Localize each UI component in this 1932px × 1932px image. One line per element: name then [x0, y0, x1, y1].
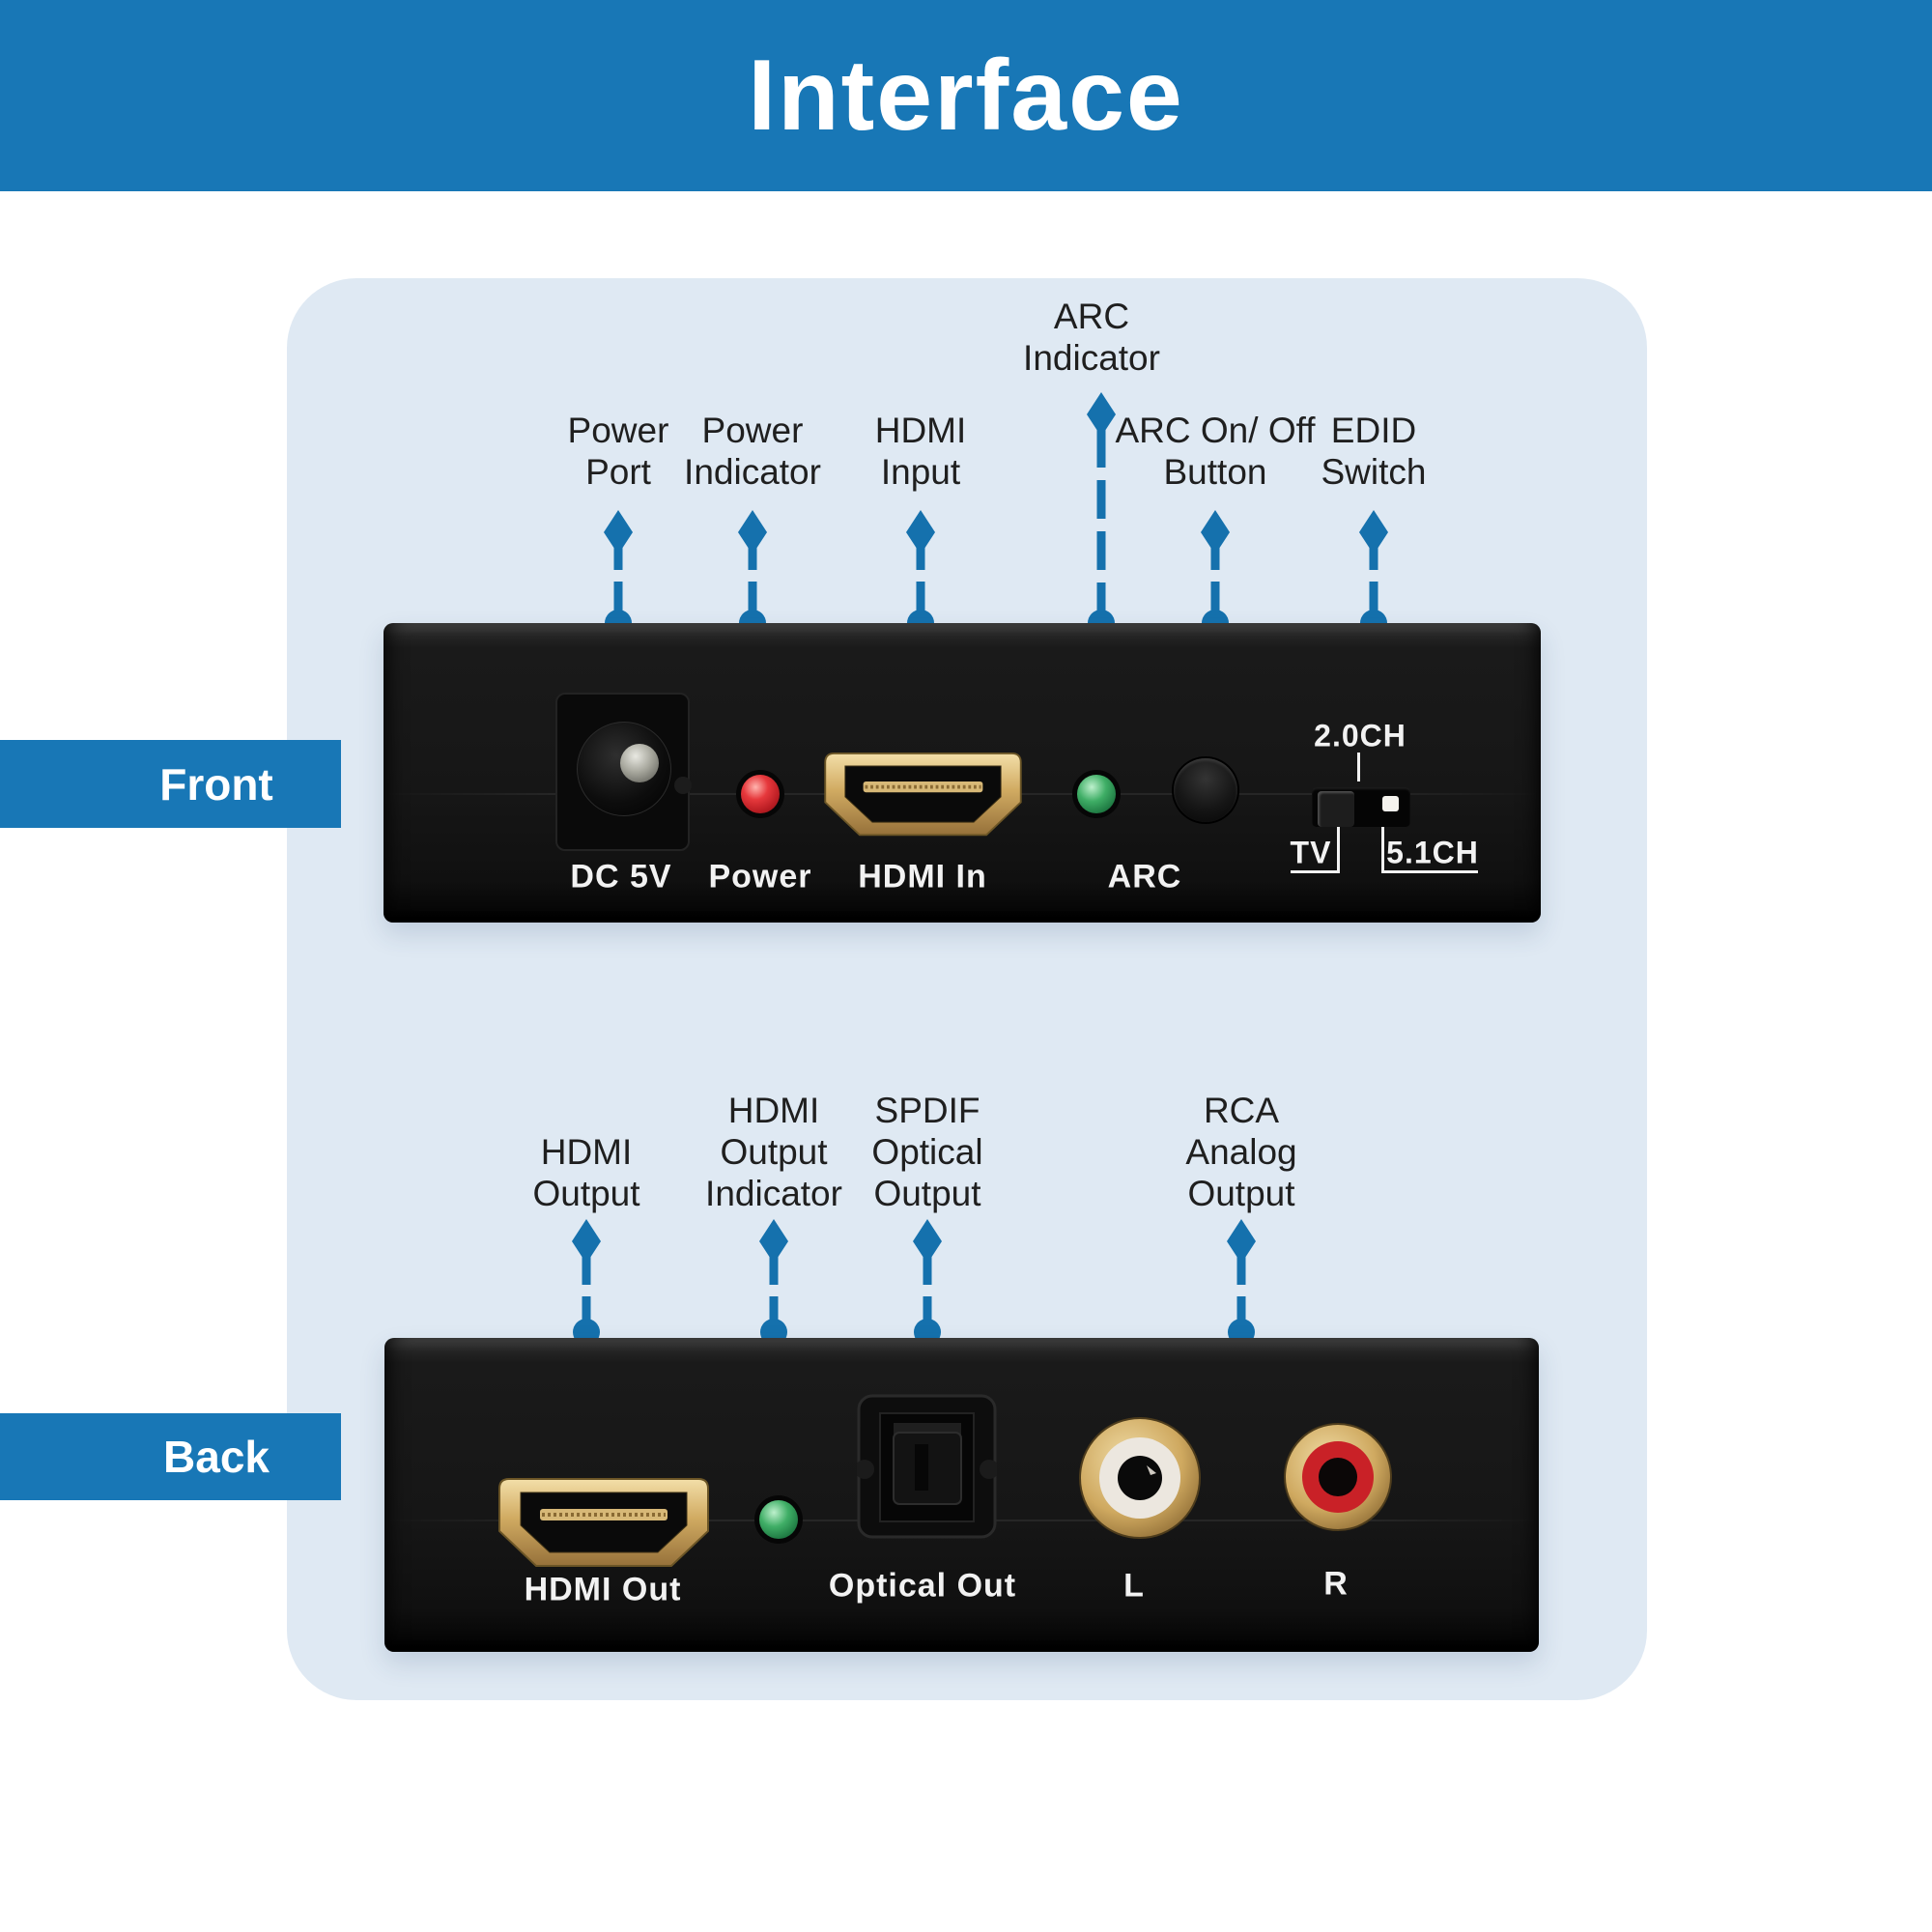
- power-led-red: [741, 775, 780, 813]
- device-label-dc-5v: DC 5V: [570, 858, 672, 895]
- callout-label-hdmi-output: HDMI Output: [532, 1132, 640, 1213]
- hdmi-in-port: [824, 752, 1022, 837]
- callout-label-arc-on-off-button: ARC On/ Off Button: [1115, 411, 1316, 492]
- switch-bracket-tv-vertical: [1337, 827, 1340, 873]
- front-side-label: Front: [159, 758, 273, 810]
- callout-label-rca-analog-output: RCA Analog Output: [1185, 1091, 1297, 1213]
- edid-switch-knob: [1318, 791, 1354, 827]
- dc-center-pin: [620, 744, 692, 794]
- callout-label-hdmi-output-indicator: HDMI Output Indicator: [705, 1091, 842, 1213]
- arc-led-green: [1077, 775, 1116, 813]
- dc-power-port: [555, 693, 692, 851]
- switch-bracket-51ch-horizontal: [1381, 870, 1478, 873]
- front-side-label-box: Front: [0, 740, 341, 828]
- back-device-photo: HDMI Out Optical Out L R: [384, 1338, 1539, 1652]
- rca-jack-left-white: [1079, 1417, 1201, 1539]
- device-label-optical-out: Optical Out: [828, 1567, 1017, 1605]
- device-label-arc: ARC: [1107, 858, 1182, 895]
- header-banner: Interface: [0, 0, 1932, 191]
- device-label-hdmi-in: HDMI In: [858, 858, 987, 895]
- switch-label-5-1ch: 5.1CH: [1386, 835, 1479, 870]
- callout-label-edid-switch: EDID Switch: [1321, 411, 1427, 492]
- rca-jack-right-red: [1284, 1423, 1392, 1531]
- page-title: Interface: [748, 39, 1184, 152]
- switch-label-2-0ch: 2.0CH: [1314, 718, 1406, 753]
- device-label-rca-r: R: [1323, 1565, 1349, 1603]
- callout-label-power-indicator: Power Indicator: [684, 411, 821, 492]
- front-device-photo: 2.0CH TV 5.1CH DC 5V Power HDMI In ARC: [384, 623, 1541, 923]
- dc-barrel-socket: [577, 722, 692, 816]
- edid-slide-switch: [1312, 787, 1410, 827]
- hdmi-out-port: [498, 1478, 709, 1567]
- switch-label-tv: TV: [1290, 835, 1332, 870]
- switch-bracket-51ch-vertical: [1381, 827, 1384, 873]
- edid-switch-indicator-dot: [1382, 796, 1399, 811]
- callout-label-spdif-optical-output: SPDIF Optical Output: [871, 1091, 983, 1213]
- callout-label-power-port: Power Port: [567, 411, 669, 492]
- switch-bracket-tv-horizontal: [1291, 870, 1340, 873]
- back-side-label-box: Back: [0, 1413, 341, 1500]
- callout-label-hdmi-input: HDMI Input: [874, 411, 967, 492]
- hdmi-output-led-green: [759, 1500, 798, 1539]
- callout-label-arc-indicator: ARC Indicator: [1023, 297, 1160, 378]
- optical-out-port: [857, 1394, 997, 1539]
- device-label-rca-l: L: [1123, 1567, 1145, 1605]
- back-side-label: Back: [163, 1432, 270, 1482]
- switch-pointer-line-2-0ch: [1357, 753, 1360, 781]
- device-label-hdmi-out: HDMI Out: [524, 1571, 682, 1608]
- arc-button: [1174, 758, 1237, 822]
- device-label-power: Power: [708, 858, 812, 895]
